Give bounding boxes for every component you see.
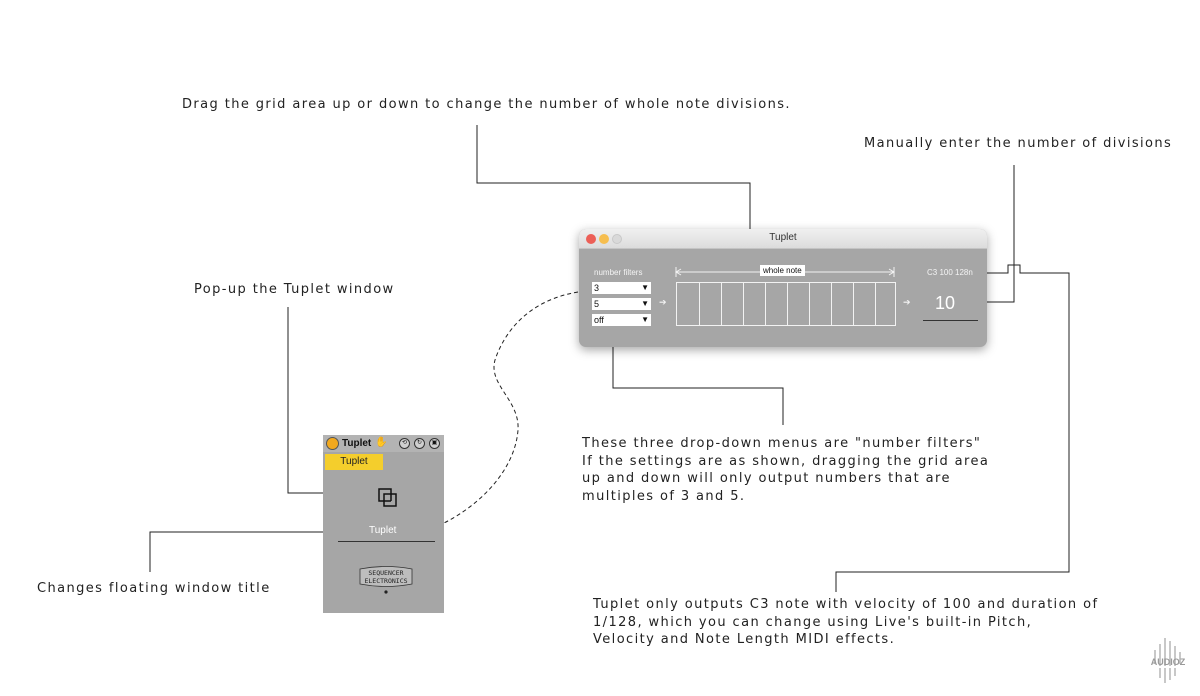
annotation-popup-window: Pop-up the Tuplet window	[194, 282, 395, 297]
arrow-right-icon: ➔	[903, 297, 911, 307]
window-title: Tuplet	[769, 232, 797, 243]
dropdown-arrow-icon: ▼	[641, 315, 649, 324]
number-filter-2-dropdown[interactable]: 5 ▼	[592, 298, 651, 310]
division-grid-area[interactable]	[676, 282, 896, 326]
device-title: Tuplet	[342, 438, 372, 449]
tuplet-floating-window: Tuplet number filters 3 ▼ 5 ▼ off ▼ ➔ wh…	[579, 229, 987, 347]
popup-window-icon[interactable]	[377, 487, 399, 509]
grid-division-line	[765, 283, 766, 325]
dropdown-arrow-icon: ▼	[641, 283, 649, 292]
device-power-button[interactable]	[326, 437, 339, 450]
annotation-line: These three drop-down menus are "number …	[582, 436, 982, 451]
arrow-right-icon: ➔	[659, 297, 667, 307]
tuplet-device-panel: Tuplet ✋ ⟲ ↻ ▣ Tuplet Tuplet SEQUENCER E…	[323, 435, 444, 613]
window-zoom-button[interactable]	[612, 234, 622, 244]
divisions-underline	[923, 320, 978, 321]
device-name-tab: Tuplet	[325, 454, 383, 470]
logo-line-1: SEQUENCER	[368, 569, 403, 577]
device-save-icon[interactable]: ▣	[429, 438, 440, 449]
whole-note-label: whole note	[760, 265, 805, 276]
annotation-line: Velocity and Note Length MIDI effects.	[593, 632, 896, 647]
annotation-line: 1/128, which you can change using Live's…	[593, 614, 1033, 630]
device-header: Tuplet ✋ ⟲ ↻ ▣	[323, 435, 444, 452]
annotation-line: Tuplet only outputs C3 note with velocit…	[593, 597, 1099, 612]
logo-line-2: ELECTRONICS	[364, 577, 407, 585]
hand-icon[interactable]: ✋	[375, 437, 388, 448]
grid-division-line	[787, 283, 788, 325]
dropdown-value: off	[594, 315, 604, 325]
divisions-number-box[interactable]: 10	[935, 293, 956, 313]
watermark-text: AUDIOZ	[1151, 657, 1186, 667]
annotation-c3-note: Tuplet only outputs C3 note with velocit…	[593, 596, 1098, 649]
annotation-manual-enter: Manually enter the number of divisions	[864, 136, 1173, 151]
device-fold-icon[interactable]: ⟲	[399, 438, 410, 449]
grid-division-line	[743, 283, 744, 325]
annotation-drag-grid: Drag the grid area up or down to change …	[182, 97, 791, 112]
title-field-underline	[338, 541, 435, 542]
annotation-line: up and down will only output numbers tha…	[582, 471, 951, 486]
grid-division-line	[875, 283, 876, 325]
number-filter-1-dropdown[interactable]: 3 ▼	[592, 282, 651, 294]
window-title-field[interactable]: Tuplet	[369, 525, 397, 536]
window-titlebar[interactable]: Tuplet	[579, 229, 987, 249]
sequencer-electronics-logo: SEQUENCER ELECTRONICS	[359, 566, 413, 594]
grid-division-line	[831, 283, 832, 325]
grid-division-line	[699, 283, 700, 325]
window-close-button[interactable]	[586, 234, 596, 244]
dropdown-value: 5	[594, 299, 600, 309]
dropdown-value: 3	[594, 283, 600, 293]
annotation-change-title: Changes floating window title	[37, 581, 271, 596]
annotation-number-filters: These three drop-down menus are "number …	[582, 435, 989, 505]
dropdown-arrow-icon: ▼	[641, 299, 649, 308]
audioz-watermark-logo: AUDIOZ	[1151, 638, 1186, 683]
annotation-line: If the settings are as shown, dragging t…	[582, 453, 990, 469]
note-info-label: C3 100 128n	[927, 268, 973, 277]
number-filter-3-dropdown[interactable]: off ▼	[592, 314, 651, 326]
grid-division-line	[809, 283, 810, 325]
window-minimize-button[interactable]	[599, 234, 609, 244]
annotation-line: multiples of 3 and 5.	[582, 488, 746, 504]
grid-division-line	[721, 283, 722, 325]
device-refresh-icon[interactable]: ↻	[414, 438, 425, 449]
number-filters-label: number filters	[594, 268, 643, 277]
grid-division-line	[853, 283, 854, 325]
